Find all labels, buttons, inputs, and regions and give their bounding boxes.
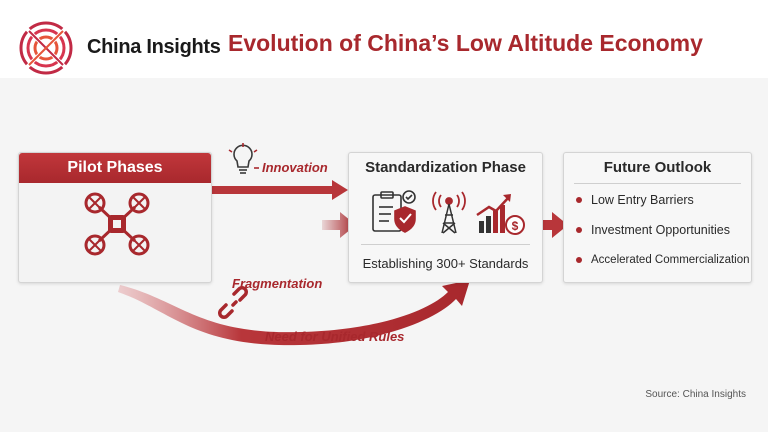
header: China Insights Evolution of China’s Low … [0,0,768,78]
lightbulb-icon [228,143,259,174]
future-outlook-card: Future Outlook Low Entry Barriers Invest… [563,152,752,283]
source-note: Source: China Insights [645,389,746,400]
unified-rules-label: Need for Unified Rules [265,329,405,344]
growth-chart-icon: $ [476,194,525,235]
logo-mark-icon [19,21,73,75]
list-item-label: Low Entry Barriers [591,193,694,207]
innovation-label: Innovation [262,160,328,175]
future-outlook-list: Low Entry Barriers Investment Opportunit… [576,193,750,283]
list-item: Low Entry Barriers [576,193,750,207]
bullet-icon [576,257,582,263]
list-item-label: Accelerated Commercialization [591,254,750,266]
divider [361,244,530,245]
bullet-icon [576,227,582,233]
pilot-phases-card: Pilot Phases [18,152,212,283]
list-item-label: Investment Opportunities [591,223,730,237]
svg-text:$: $ [512,219,519,233]
broken-chain-icon [218,286,248,319]
bullet-icon [576,197,582,203]
standardization-phase-title: Standardization Phase [365,159,526,176]
list-item: Investment Opportunities [576,223,750,237]
standard-to-future-arrow [531,212,568,238]
innovation-arrow [211,180,348,200]
fragmentation-label: Fragmentation [232,276,323,291]
page-title: Evolution of China’s Low Altitude Econom… [228,30,703,56]
standardization-caption: Establishing 300+ Standards [362,256,529,271]
checklist-shield-icon [372,190,416,233]
list-item: Accelerated Commercialization [576,253,750,267]
pilot-phases-title: Pilot Phases [19,153,211,183]
standardization-phase-card: Standardization Phase [348,152,543,283]
fragmentation-swoosh [118,280,470,346]
standardization-icons: $ [372,190,525,235]
brand-name: China Insights [87,36,221,58]
future-outlook-title: Future Outlook [603,159,712,176]
pilot-to-standard-arrow [322,212,356,238]
drone-icon [84,192,150,256]
signal-tower-icon [432,191,466,234]
divider [574,183,741,184]
